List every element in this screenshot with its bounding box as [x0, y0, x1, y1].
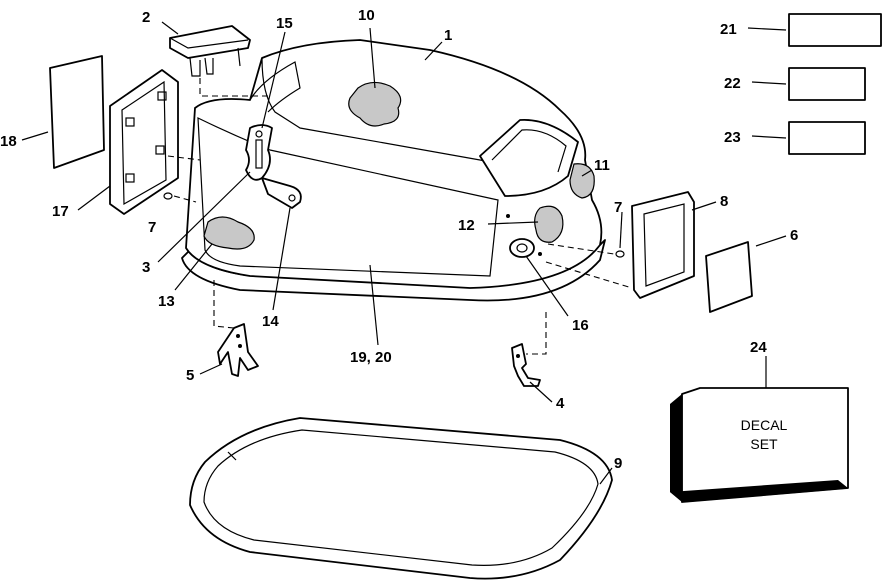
callout-4: 4 [556, 395, 565, 412]
callout-14: 14 [262, 313, 279, 330]
callout-7-right: 7 [614, 199, 622, 216]
callout-7-left: 7 [148, 219, 156, 236]
side-panel-17 [109, 69, 179, 215]
callout-8: 8 [720, 193, 728, 210]
label-box-23 [788, 121, 866, 155]
latch-bracket-part [245, 124, 302, 209]
panel-guide-line-8 [545, 261, 633, 289]
bracket-guide-5 [213, 280, 235, 329]
callout-13: 13 [158, 293, 175, 310]
screw-part-left [163, 192, 173, 200]
sponge-pad-11 [569, 163, 595, 199]
callout-1: 1 [444, 27, 452, 44]
sponge-pad-12 [534, 205, 564, 243]
leader-lines [21, 21, 787, 485]
decal-set-line2: SET [750, 436, 778, 452]
label-box-21 [788, 13, 882, 47]
bracket-part-4 [511, 343, 541, 387]
bracket-part-5 [217, 323, 259, 377]
screw-guide-left [173, 195, 197, 203]
callout-17: 17 [52, 203, 69, 220]
handle-part [169, 25, 251, 77]
sponge-pad-13 [203, 216, 255, 250]
panel-guide-line-17 [167, 155, 201, 161]
callout-2: 2 [142, 9, 150, 26]
callout-9: 9 [614, 455, 622, 472]
sponge-pad-10 [348, 81, 402, 127]
label-box-22 [788, 67, 866, 101]
decal-set-box: DECAL SET [670, 387, 849, 503]
callout-3: 3 [142, 259, 150, 276]
callout-22: 22 [724, 75, 741, 92]
decal-set-line1: DECAL [741, 417, 788, 433]
callout-11: 11 [594, 157, 610, 174]
side-decal-18 [49, 55, 105, 169]
callout-19-20: 19, 20 [350, 349, 392, 366]
screw-part-right [615, 250, 625, 258]
callout-21: 21 [720, 21, 737, 38]
callout-16: 16 [572, 317, 589, 334]
engine-cover-part [181, 39, 606, 302]
callout-15: 15 [276, 15, 293, 32]
callout-labels: 1 2 10 15 18 17 7 3 13 14 19, 20 11 12 1… [0, 7, 798, 472]
callout-6: 6 [790, 227, 798, 244]
side-decal-6 [705, 241, 753, 313]
screw-guide-right [547, 243, 615, 255]
bracket-guide-4 [526, 312, 547, 355]
callout-18: 18 [0, 133, 17, 150]
side-panel-8 [631, 191, 695, 299]
callout-5: 5 [186, 367, 194, 384]
callout-10: 10 [358, 7, 375, 24]
seal-ring-part [189, 417, 613, 580]
handle-guide-line [199, 78, 270, 97]
callout-23: 23 [724, 129, 741, 146]
callout-12: 12 [458, 217, 475, 234]
callout-24: 24 [750, 339, 767, 356]
grommet-part [509, 238, 535, 258]
